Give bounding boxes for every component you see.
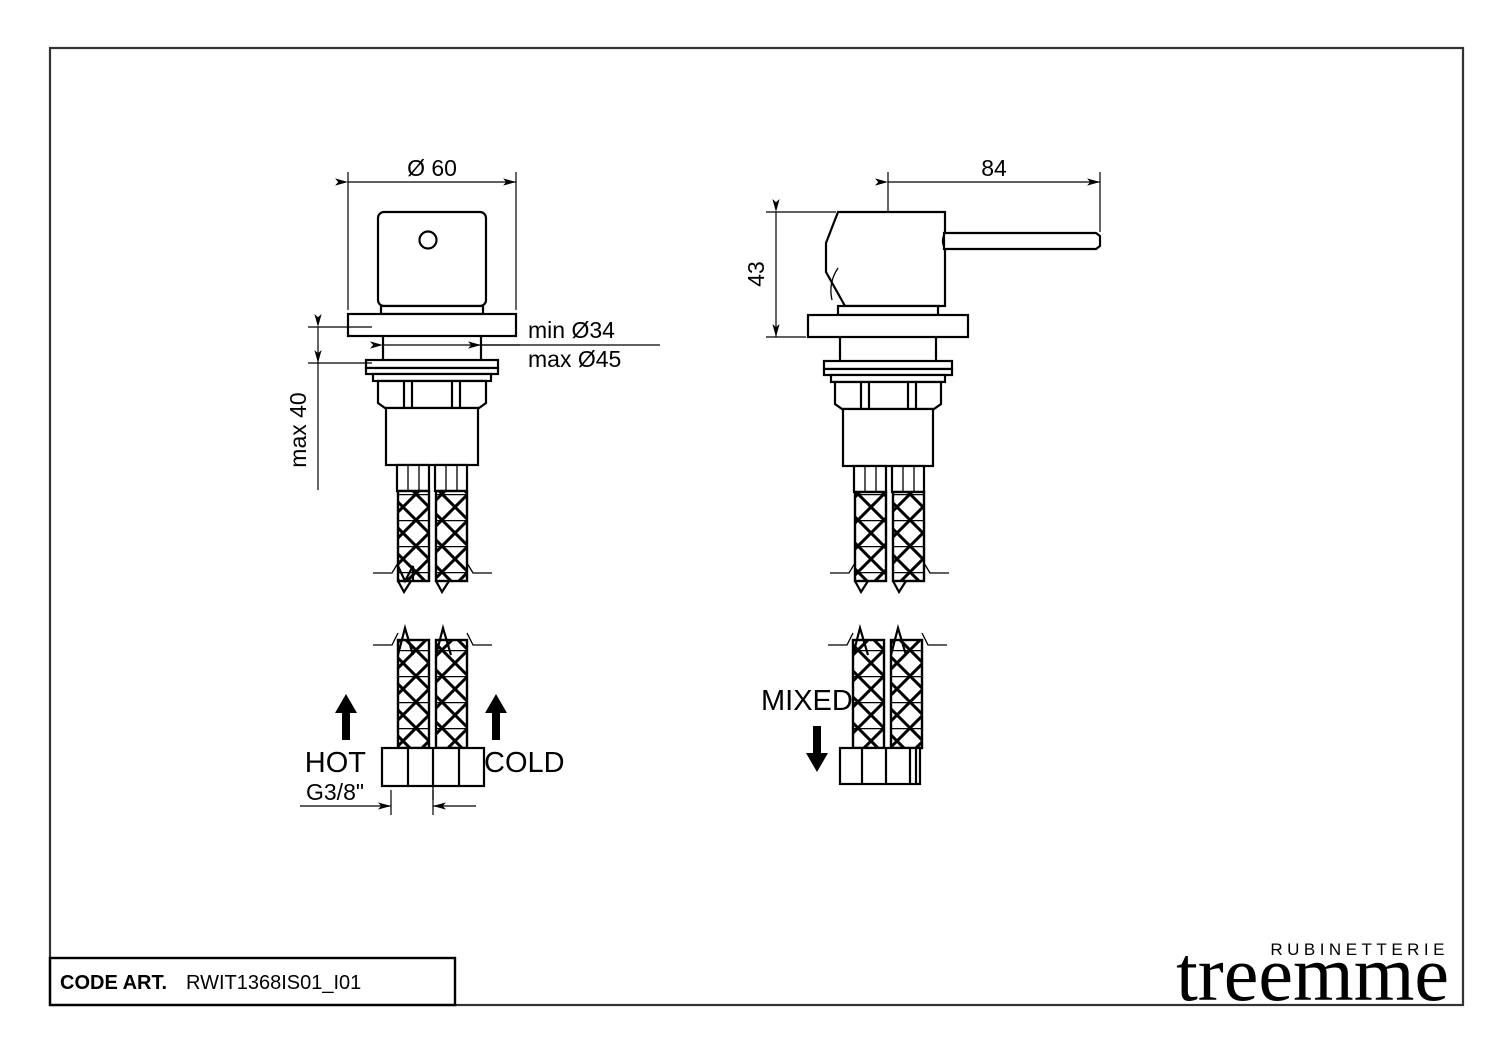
dimension-bore-range: min Ø34 max Ø45 [370,317,660,372]
front-washer-stack [364,358,500,383]
dimension-43: 43 [743,199,836,338]
dimension-label-max-bore: max Ø45 [528,346,621,372]
inlet-nut [380,746,486,800]
inlet-connection-detail-view: HOT COLD G3/8" [300,623,565,815]
side-elevation-view: 84 43 [743,155,1102,595]
hot-arrow-up-icon [335,694,357,740]
front-knob [376,210,488,316]
hot-flow-indicator: HOT [305,694,367,779]
inlet-braided-hoses [373,623,492,750]
cold-label: COLD [484,747,565,779]
dimension-label-84: 84 [981,155,1007,181]
side-hose-ferrules [852,464,926,494]
side-washer-stack [822,359,954,384]
mixed-flow-indicator: MIXED [761,685,853,772]
dimension-84: 84 [875,155,1101,232]
front-elevation-view: Ø 60 min Ø34 max Ø45 max 40 [285,155,660,595]
front-lock-nut [376,379,488,410]
outlet-nut [838,746,922,786]
mixed-arrow-down-icon [806,726,828,772]
side-body [824,210,947,317]
dimension-diameter-60: Ø 60 [335,155,517,310]
front-shank [381,336,483,360]
code-art-label: CODE ART. [60,972,167,994]
brand-logo: RUBINETTERIE treemme [1176,930,1449,1017]
dimension-label-43: 43 [743,261,769,287]
side-lock-nut [833,380,943,411]
side-braided-hoses [830,490,949,595]
cold-flow-indicator: COLD [484,694,565,779]
side-shank [838,337,938,361]
brand-tagline: RUBINETTERIE [1270,940,1449,959]
title-block-box [48,956,457,1007]
dimension-label-max-40: max 40 [285,392,311,467]
outlet-braided-hoses [828,623,947,750]
title-block-text: CODE ART. RWIT1368IS01_I01 [60,972,361,994]
dimension-label-diameter-60: Ø 60 [407,155,457,181]
dimension-max-40: max 40 [285,314,372,490]
sheet-border [48,46,1465,1007]
outlet-connection-detail-view: MIXED [761,623,947,786]
dimension-thread-g38: G3/8" [300,779,476,815]
hot-label: HOT [305,747,367,779]
mixed-label: MIXED [761,685,853,717]
side-cartridge-body [841,407,935,468]
front-braided-hoses [373,489,492,595]
side-escutcheon-flange [806,313,970,339]
cold-arrow-up-icon [485,694,507,740]
dimension-label-thread-g38: G3/8" [306,779,364,805]
code-art-value: RWIT1368IS01_I01 [186,972,361,994]
front-hose-ferrules [395,463,469,493]
front-cartridge-body [384,406,480,467]
front-escutcheon-flange [346,312,518,338]
side-lever-arm [941,231,1102,251]
brand-name: treemme [1176,930,1449,1017]
dimension-label-min-bore: min Ø34 [528,317,615,343]
